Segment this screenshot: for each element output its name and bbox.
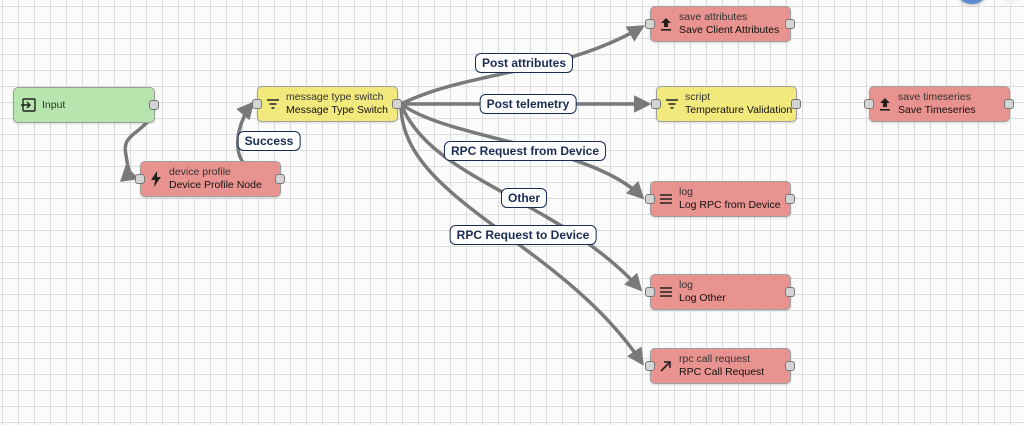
- edge-label-other[interactable]: Other: [500, 188, 548, 208]
- input-port[interactable]: [645, 19, 655, 29]
- input-port[interactable]: [651, 99, 661, 109]
- node-name: Log RPC from Device: [679, 199, 781, 211]
- output-port[interactable]: [785, 287, 795, 297]
- node-name: Save Client Attributes: [679, 24, 780, 36]
- input-port[interactable]: [645, 361, 655, 371]
- node-name: Device Profile Node: [169, 179, 262, 191]
- node-name: Message Type Switch: [286, 104, 388, 116]
- edge-label-success[interactable]: Success: [237, 131, 301, 151]
- node-type: script: [685, 91, 711, 103]
- save-attributes-node[interactable]: save attributes Save Client Attributes: [645, 6, 795, 42]
- input-port[interactable]: [135, 174, 145, 184]
- edge-label-rpc-request-to-device[interactable]: RPC Request to Device: [449, 225, 597, 245]
- node-name: Log Other: [679, 292, 726, 304]
- node-type: message type switch: [286, 91, 384, 103]
- menu-lines-icon: [653, 193, 679, 205]
- input-port[interactable]: [645, 287, 655, 297]
- output-port[interactable]: [791, 99, 801, 109]
- edge-label-post-attributes[interactable]: Post attributes: [474, 53, 574, 73]
- output-port[interactable]: [785, 361, 795, 371]
- bolt-icon: [143, 171, 169, 187]
- input-node-label: Input: [42, 99, 66, 111]
- input-port[interactable]: [864, 99, 874, 109]
- floating-action-button[interactable]: [958, 0, 986, 4]
- upload-icon: [653, 17, 679, 31]
- node-type: device profile: [169, 166, 231, 178]
- node-type: log: [679, 279, 694, 291]
- input-node[interactable]: Input: [13, 87, 159, 123]
- edge-label-post-telemetry[interactable]: Post telemetry: [479, 94, 577, 114]
- message-type-switch-node[interactable]: message type switch Message Type Switch: [252, 86, 402, 122]
- upload-icon: [872, 97, 898, 111]
- device-profile-node[interactable]: device profile Device Profile Node: [135, 161, 285, 197]
- menu-lines-icon: [653, 286, 679, 298]
- edge-label-rpc-request-from-device[interactable]: RPC Request from Device: [443, 141, 607, 161]
- node-name: Temperature Validation: [685, 104, 793, 116]
- node-name: RPC Call Request: [679, 366, 765, 378]
- login-icon: [16, 98, 42, 112]
- arrow-up-right-icon: [653, 359, 679, 373]
- save-timeseries-node[interactable]: save timeseries Save Timeseries: [864, 86, 1014, 122]
- output-port[interactable]: [785, 194, 795, 204]
- output-port[interactable]: [275, 174, 285, 184]
- output-port[interactable]: [149, 100, 159, 110]
- output-port[interactable]: [392, 99, 402, 109]
- node-type: save attributes: [679, 11, 748, 23]
- input-port[interactable]: [252, 99, 262, 109]
- output-port[interactable]: [785, 19, 795, 29]
- output-port[interactable]: [1004, 99, 1014, 109]
- script-node[interactable]: script Temperature Validation: [651, 86, 801, 122]
- node-type: log: [679, 186, 694, 198]
- log-other-node[interactable]: log Log Other: [645, 274, 795, 310]
- log-rpc-node[interactable]: log Log RPC from Device: [645, 181, 795, 217]
- rpc-call-request-node[interactable]: rpc call request RPC Call Request: [645, 348, 795, 384]
- input-port[interactable]: [645, 194, 655, 204]
- filter-icon: [659, 98, 685, 110]
- node-name: Save Timeseries: [898, 104, 976, 116]
- node-type: rpc call request: [679, 353, 751, 365]
- filter-icon: [260, 98, 286, 110]
- node-type: save timeseries: [898, 91, 971, 103]
- secondary-button[interactable]: [1000, 0, 1022, 4]
